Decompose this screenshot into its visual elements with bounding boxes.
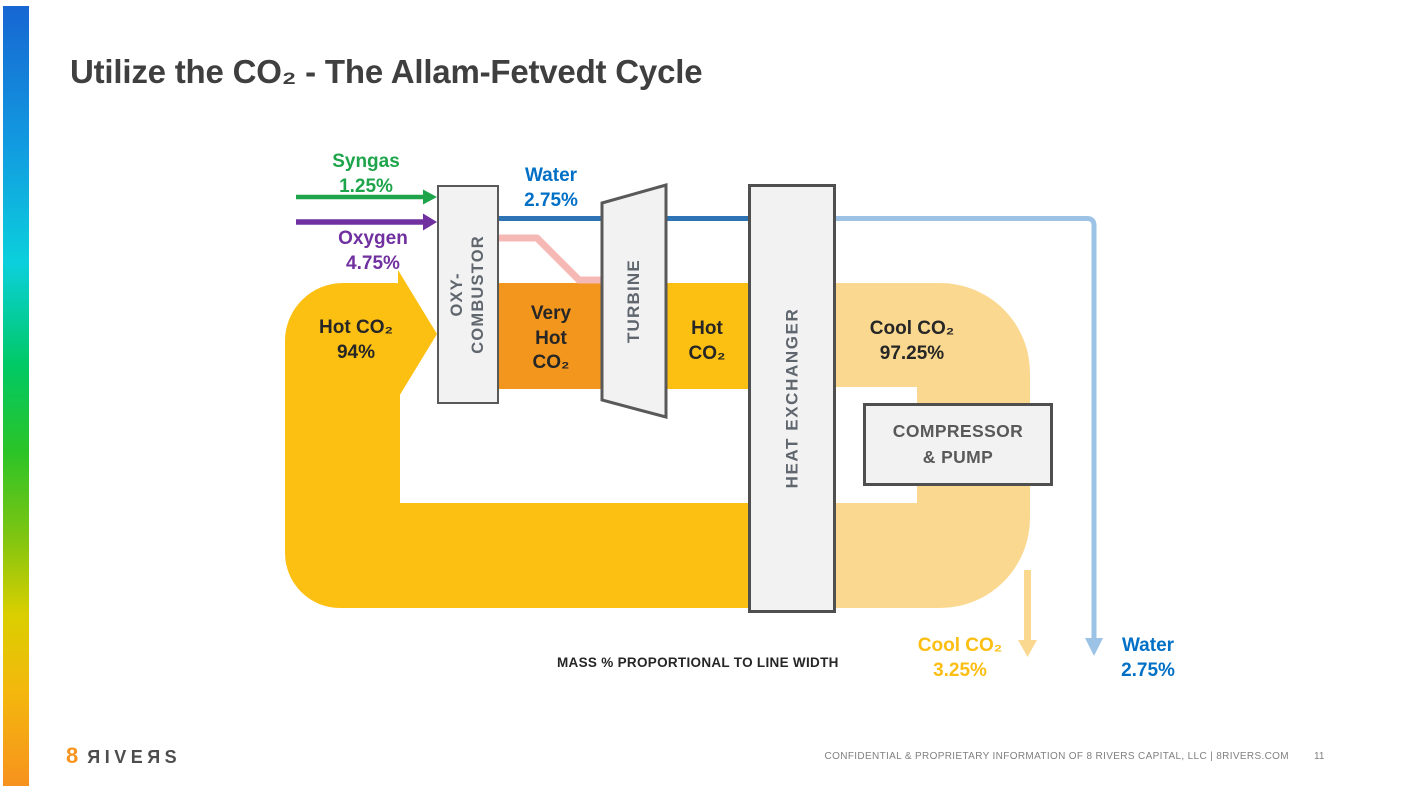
co2-export-arrow bbox=[1018, 570, 1037, 657]
footer-confidentiality-text: CONFIDENTIAL & PROPRIETARY INFORMATION O… bbox=[824, 751, 1289, 762]
heat-exchanger-label: HEAT EXCHANGER bbox=[781, 308, 801, 489]
pink-water-line bbox=[499, 234, 603, 284]
hot-co2-out-label: Hot CO₂ bbox=[688, 318, 726, 364]
diagram-note: MASS % PROPORTIONAL TO LINE WIDTH bbox=[557, 655, 839, 670]
water-export-label: Water 2.75% bbox=[1121, 635, 1175, 681]
heat-exchanger-box: HEAT EXCHANGER bbox=[748, 184, 836, 613]
oxy-combustor-label: OXY- COMBUSTOR bbox=[447, 235, 488, 354]
rainbow-gradient-bar bbox=[3, 6, 29, 786]
oxy-combustor-box: OXY- COMBUSTOR bbox=[437, 185, 499, 404]
co2-export-label: Cool CO₂ 3.25% bbox=[917, 635, 1003, 681]
hot-co2-in-label: Hot CO₂ 94% bbox=[319, 317, 393, 363]
compressor-pump-box: COMPRESSOR & PUMP bbox=[863, 403, 1053, 486]
hot-co2-arrowhead bbox=[398, 270, 437, 398]
turbine-label: TURBINE bbox=[623, 259, 643, 343]
logo-wordmark: ЯIVEЯS bbox=[87, 747, 182, 767]
page-title: Utilize the CO₂ - The Allam-Fetvedt Cycl… bbox=[70, 53, 703, 90]
water-line-light bbox=[800, 216, 1103, 656]
oxygen-arrow bbox=[296, 213, 437, 231]
very-hot-co2-label: Very Hot CO₂ bbox=[530, 303, 572, 374]
company-logo: 8 ЯIVEЯS bbox=[66, 743, 181, 769]
turbine-shape bbox=[600, 183, 668, 419]
syngas-label: Syngas 1.25% bbox=[332, 151, 400, 197]
syngas-arrow bbox=[296, 189, 437, 205]
page-number: 11 bbox=[1314, 751, 1325, 762]
water-top-label: Water 2.75% bbox=[524, 165, 578, 211]
turbine-box: TURBINE bbox=[598, 181, 670, 421]
cool-co2-label: Cool CO₂ 97.25% bbox=[869, 318, 955, 364]
compressor-pump-label: COMPRESSOR & PUMP bbox=[892, 421, 1024, 467]
logo-eight: 8 bbox=[66, 743, 79, 768]
hot-co2-loop-band bbox=[285, 283, 400, 608]
oxygen-label: Oxygen 4.75% bbox=[338, 228, 408, 274]
